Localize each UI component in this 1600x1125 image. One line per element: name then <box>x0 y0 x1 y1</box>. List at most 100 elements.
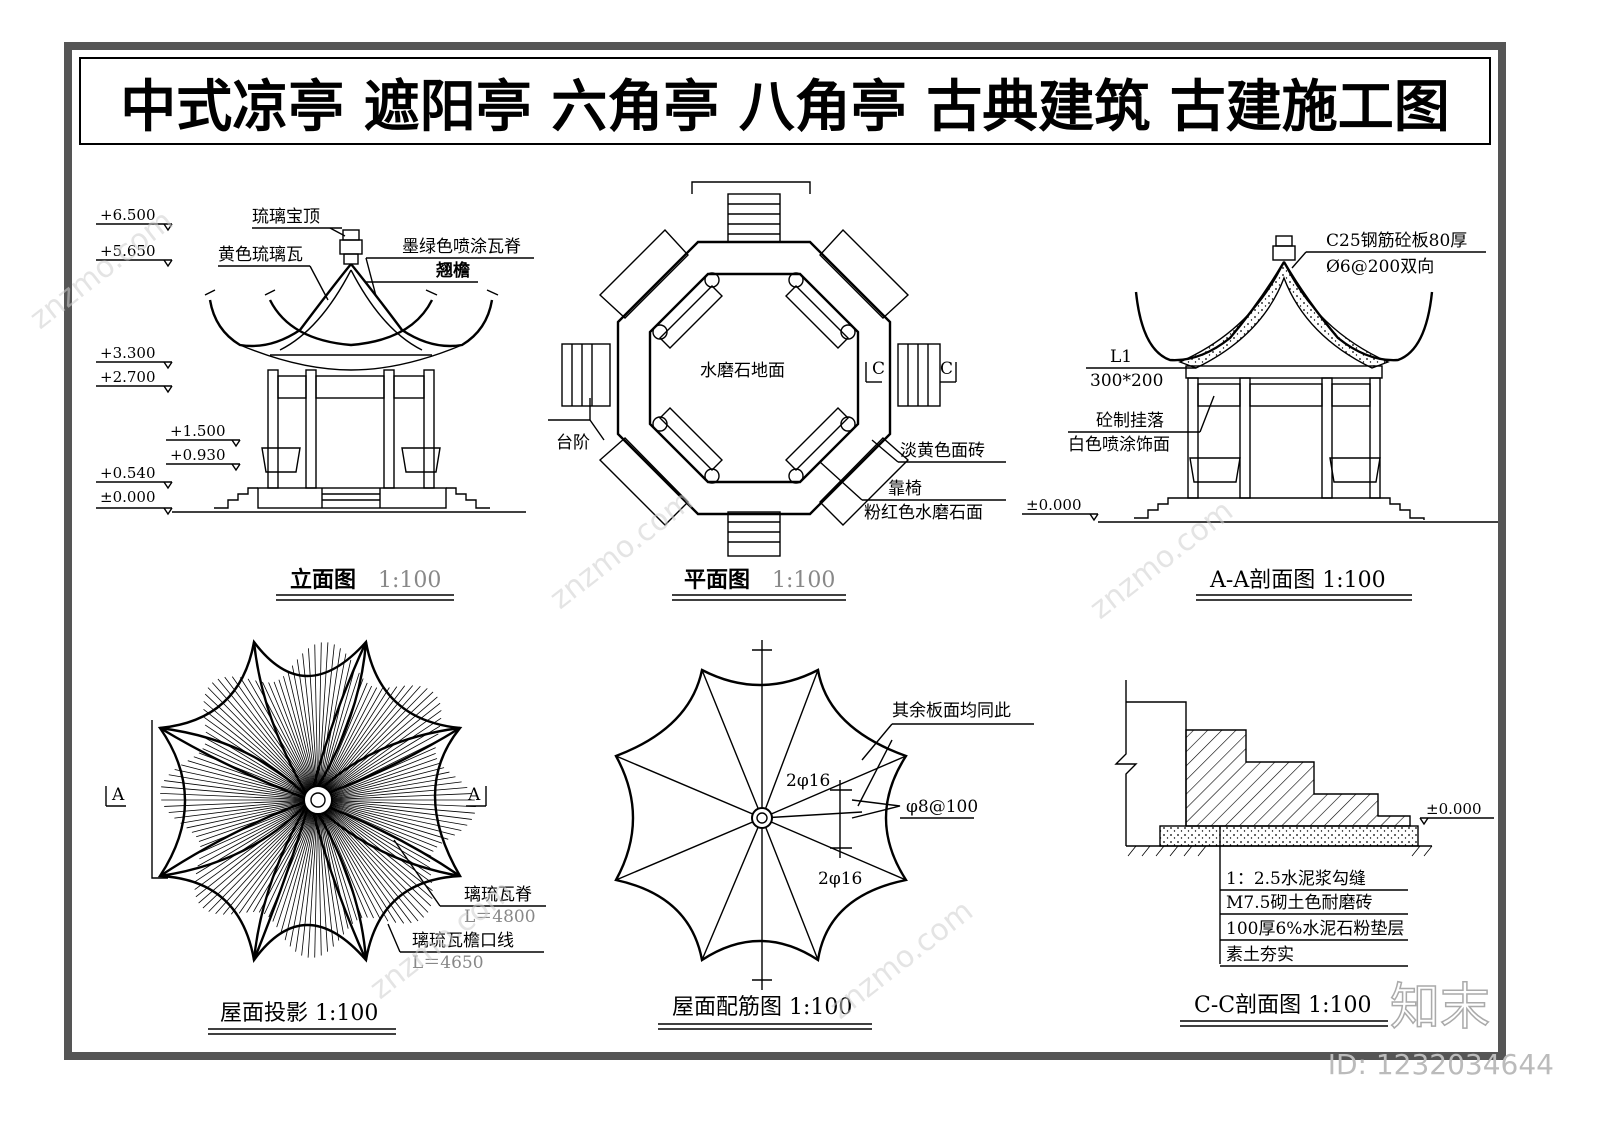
roof-tile-line <box>224 676 310 790</box>
roof-projection-title: 屋面投影 1:100 <box>220 1001 378 1026</box>
plan-bench-label: 靠椅 <box>888 479 922 499</box>
roof-tile-line <box>325 811 397 923</box>
roof-tile-line <box>328 808 433 892</box>
roof-tile-line <box>329 717 442 793</box>
plan-tile-label: 淡黄色面砖 <box>900 441 985 461</box>
level-6500: +6.500 <box>100 206 156 224</box>
plan-bench-finish-label: 粉红色水磨石面 <box>864 503 983 523</box>
roof-tile-line <box>164 800 305 807</box>
roof-tile-line <box>319 648 341 787</box>
rebar-note-label: 其余板面均同此 <box>892 701 1011 721</box>
roof-tile-line <box>215 810 309 914</box>
roof-tile-line <box>329 710 442 793</box>
roof-tile-line <box>329 807 432 876</box>
roof-eave-length: L＝4650 <box>412 953 484 973</box>
roof-tile-line <box>323 812 374 919</box>
roof-tile-line <box>328 696 438 792</box>
roof-tile-line <box>272 812 314 922</box>
roof-tile-line <box>327 691 434 791</box>
aa-beam-size-label: 300*200 <box>1090 371 1163 391</box>
roof-tile-line <box>331 800 475 814</box>
callout-yellow-tile: 黄色琉璃瓦 <box>218 245 303 265</box>
roof-tile-line <box>205 731 307 794</box>
roof-tile-line <box>322 678 364 788</box>
roof-tile-line <box>330 805 434 852</box>
roof-tile-line <box>308 648 318 787</box>
roof-tile-line <box>320 659 352 787</box>
roof-tile-line <box>211 682 309 790</box>
roof-tile-line <box>327 809 429 913</box>
sheet-title: 中式凉亭 遮阳亭 六角亭 八角亭 古典建筑 古建施工图 <box>120 75 1449 140</box>
roof-tile-line <box>268 812 313 918</box>
roof-tile-line <box>327 686 421 790</box>
level-0000: ±0.000 <box>100 488 156 506</box>
roof-tile-line <box>331 767 445 797</box>
roof-tile-line <box>320 813 345 935</box>
roof-tile-line <box>330 805 432 857</box>
roof-tile-line <box>331 771 450 798</box>
roof-tile-line <box>207 687 309 791</box>
roof-tile-line <box>204 693 309 791</box>
roof-tile-line <box>196 803 305 838</box>
roof-tile-line <box>268 682 313 788</box>
roof-tile-line <box>317 813 322 956</box>
roof-ridge-label: 璃琉瓦脊 <box>464 885 532 905</box>
roof-tile-line <box>278 679 315 787</box>
level-2700: +2.700 <box>100 368 156 386</box>
roof-tile-line <box>198 804 305 842</box>
roof-tile-line <box>186 802 305 829</box>
roof-tile-line <box>195 806 307 875</box>
plan-steps-label: 台阶 <box>556 433 590 453</box>
roof-tile-line <box>322 812 363 919</box>
elevation-scale: 1:100 <box>378 568 441 593</box>
roof-tile-line <box>199 805 306 860</box>
roof-tile-line <box>230 810 310 915</box>
roof-tile-line <box>317 642 322 787</box>
roof-tile-line <box>331 781 462 799</box>
roof-tile-line <box>327 688 428 791</box>
cc-level-label: ±0.000 <box>1426 800 1482 818</box>
outer-frame <box>64 42 1506 1060</box>
roof-tile-line <box>273 681 314 788</box>
cc-layer-3: 100厚6%水泥石粉垫层 <box>1226 919 1404 939</box>
cc-layer-2: M7.5砌土色耐磨砖 <box>1226 893 1372 913</box>
roof-tile-line <box>204 724 307 793</box>
rebar-bottom-label: 2φ16 <box>818 869 862 889</box>
level-5650: +5.650 <box>100 242 156 260</box>
roof-tile-line <box>328 808 433 899</box>
roof-projection-drawing: A A 璃琉瓦脊 L＝4800 璃琉瓦檐口线 L＝4650 屋面投影 1:100 <box>105 639 546 1035</box>
roof-tile-line <box>331 776 456 799</box>
roof-tile-line <box>331 800 476 808</box>
rebar-top-label: 2φ16 <box>786 771 830 791</box>
cc-title: C-C剖面图 1:100 <box>1194 993 1372 1018</box>
elevation-title: 立面图 <box>290 567 356 593</box>
roof-eave-label: 璃琉瓦檐口线 <box>412 931 514 951</box>
roof-tile-line <box>329 725 441 794</box>
cc-layer-1: 1：2.5水泥浆勾缝 <box>1226 869 1366 889</box>
roof-tile-line <box>324 687 378 788</box>
roof-tile-line <box>319 813 334 947</box>
aa-finish-label: 白色喷涂饰面 <box>1068 435 1170 455</box>
aa-rebar-label: Ø6@200双向 <box>1326 257 1434 277</box>
roof-tile-line <box>324 811 389 922</box>
roof-tile-line <box>326 685 406 790</box>
roof-tile-line <box>330 733 439 794</box>
roof-tile-line <box>329 806 431 869</box>
roof-tile-line <box>168 800 305 813</box>
plan-floor-label: 水磨石地面 <box>700 361 785 381</box>
roof-tile-line <box>324 687 383 789</box>
roof-tile-line <box>289 813 316 947</box>
roof-cut-a-left: A <box>111 785 125 805</box>
aa-level-label: ±0.000 <box>1026 496 1082 514</box>
level-0540: +0.540 <box>100 464 156 482</box>
roof-tile-line <box>193 756 305 796</box>
aa-title: A-A剖面图 1:100 <box>1209 568 1386 593</box>
roof-tile-line <box>307 813 318 958</box>
roof-tile-line <box>194 807 307 890</box>
roof-tile-line <box>164 780 305 799</box>
plan-drawing: 水磨石地面 C C 台阶 淡黄色面砖 靠椅 粉红色水磨石面 平面图 1:100 <box>548 181 1006 601</box>
plan-cut-c-left: C <box>872 359 885 379</box>
roof-tile-line <box>330 804 438 848</box>
level-0930: +0.930 <box>170 446 226 464</box>
